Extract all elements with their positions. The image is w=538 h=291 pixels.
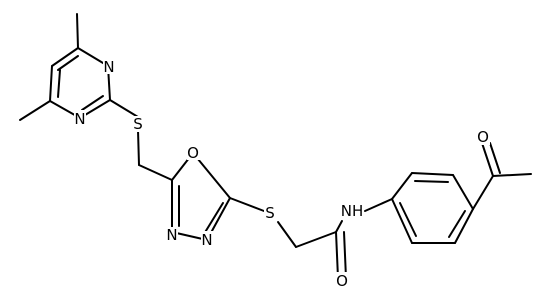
bond [411,172,454,176]
atom-nh-amide: NH [340,202,364,220]
bond-double [57,69,61,98]
svg-text:N: N [74,110,85,128]
bond-double [203,202,224,235]
atom-s-thioether-2: S [264,204,276,222]
bond-double [448,210,466,238]
bond [481,142,494,177]
bond [391,172,413,200]
bond-double [81,95,104,111]
bond [472,175,494,210]
atom-n-bottom: N [74,110,86,128]
bond [19,100,51,121]
bond [229,197,265,212]
svg-text:S: S [265,204,275,222]
bond [454,208,474,244]
bond-double [489,142,501,174]
svg-text:S: S [133,115,143,133]
bond [138,164,173,181]
svg-text:O: O [187,144,199,162]
atom-o-amide: O [336,272,349,290]
bond [49,65,53,102]
bond [109,99,139,118]
bond [492,173,532,177]
bond [76,13,79,49]
svg-text:N: N [166,226,177,244]
bond [51,47,79,67]
bond [364,198,393,212]
atom-o-acetyl: O [477,128,490,146]
bond [137,129,140,166]
svg-text:O: O [477,128,489,146]
atom-s-thioether-1: S [132,115,144,133]
svg-text:O: O [336,272,348,290]
atom-o-oxadiazole: O [187,144,200,162]
svg-text:N: N [201,231,212,249]
bond-double [343,231,347,279]
atom-n-oxadiazole-right: N [201,231,213,249]
bond [391,198,413,244]
bond [295,231,337,248]
atom-n-top: N [103,58,115,76]
atom-n-oxadiazole-left: N [166,226,178,244]
bond-double [399,202,417,237]
bond-double [57,55,79,71]
svg-text:N: N [103,58,114,76]
bond [335,231,339,279]
bond-double [414,180,449,183]
svg-text:NH: NH [341,202,364,220]
bond [452,174,474,210]
bond [192,152,231,199]
bond [277,221,297,248]
bond [335,220,343,233]
